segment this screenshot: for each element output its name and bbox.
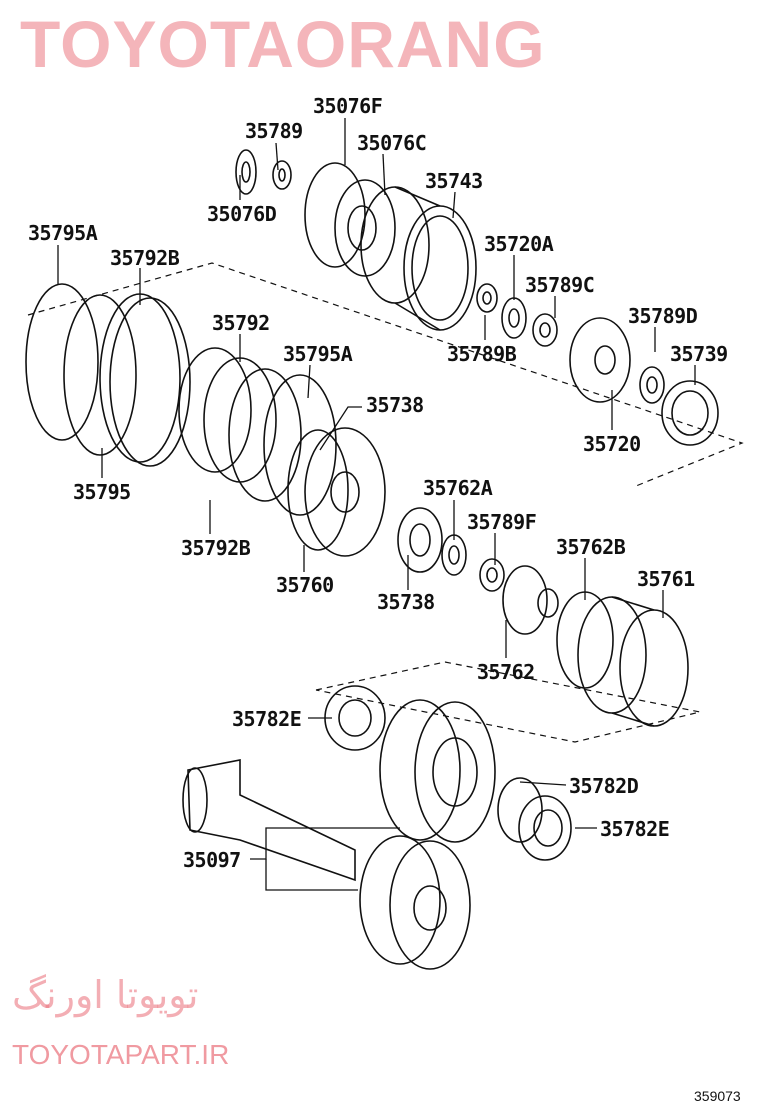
part-label[interactable]: 35076F <box>313 94 383 118</box>
part-label[interactable]: 35782D <box>569 774 639 798</box>
part-label[interactable]: 35762 <box>477 660 535 684</box>
part-label[interactable]: 35795A <box>283 342 353 366</box>
part-label[interactable]: 35789B <box>447 342 517 366</box>
part-label[interactable]: 35795A <box>28 221 98 245</box>
part-label[interactable]: 35743 <box>425 169 483 193</box>
diagram-code: 359073 <box>694 1088 741 1104</box>
part-label[interactable]: 35789C <box>525 273 595 297</box>
part-label[interactable]: 35720A <box>484 232 554 256</box>
part-label[interactable]: 35792B <box>110 246 180 270</box>
part-label[interactable]: 35762B <box>556 535 626 559</box>
part-label[interactable]: 35720 <box>583 432 641 456</box>
part-label[interactable]: 35792B <box>181 536 251 560</box>
part-label[interactable]: 35789D <box>628 304 698 328</box>
part-label[interactable]: 35782E <box>232 707 302 731</box>
part-label[interactable]: 35738 <box>366 393 424 417</box>
part-label[interactable]: 35739 <box>670 342 728 366</box>
leader-lines <box>57 118 696 891</box>
assembly-outline <box>27 262 744 743</box>
watermark-brand: TOYOTAORANG <box>20 7 546 81</box>
part-label[interactable]: 35076C <box>357 131 427 155</box>
part-label[interactable]: 35738 <box>377 590 435 614</box>
part-label[interactable]: 35761 <box>637 567 695 591</box>
watermark-url: TOYOTAPART.IR <box>12 1039 230 1070</box>
part-label[interactable]: 35782E <box>600 817 670 841</box>
part-label[interactable]: 35789F <box>467 510 537 534</box>
part-label[interactable]: 35760 <box>276 573 334 597</box>
part-label[interactable]: 35792 <box>212 311 270 335</box>
part-shapes <box>25 149 719 970</box>
part-label[interactable]: 35795 <box>73 480 131 504</box>
part-label[interactable]: 35789 <box>245 119 303 143</box>
watermark-persian: تویوتا اورنگ <box>12 973 199 1017</box>
part-label[interactable]: 35076D <box>207 202 277 226</box>
part-label[interactable]: 35762A <box>423 476 493 500</box>
part-label[interactable]: 35097 <box>183 848 241 872</box>
